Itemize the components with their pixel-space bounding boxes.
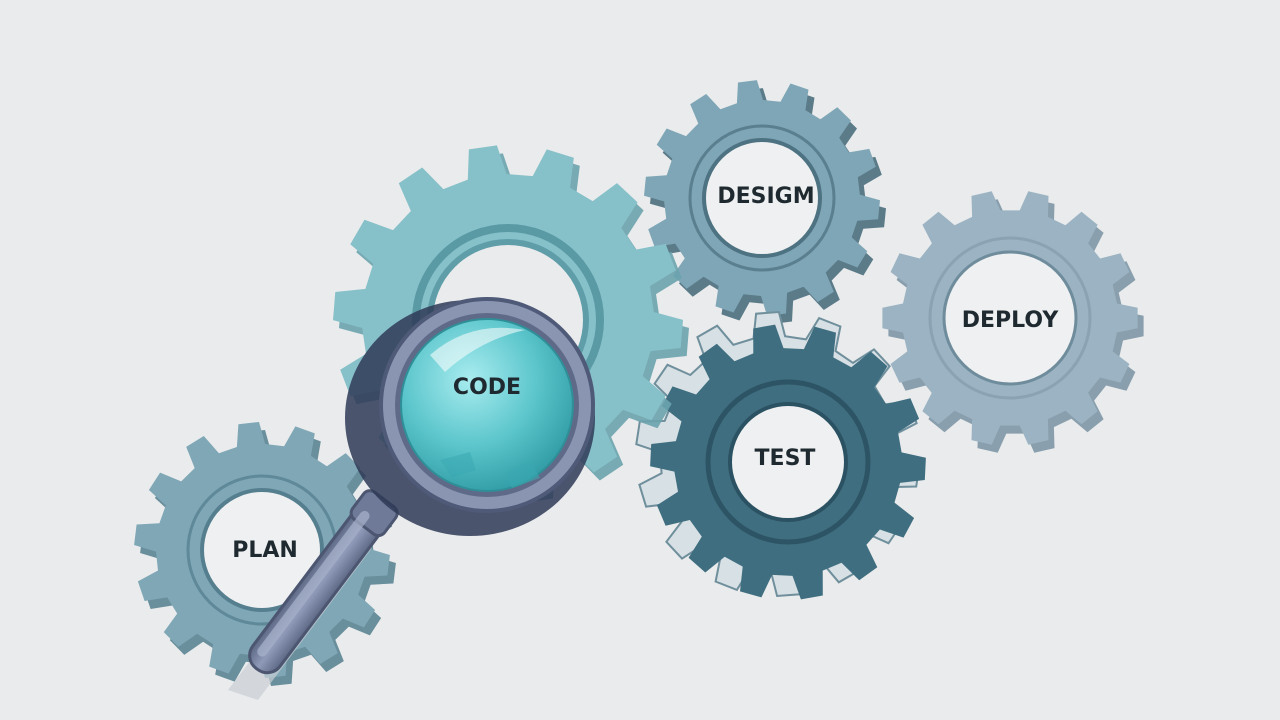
gear-label-code: CODE: [453, 375, 521, 400]
gear-plan: PLAN: [134, 422, 396, 686]
gear-test: TEST: [635, 310, 926, 600]
gear-label-plan: PLAN: [232, 538, 298, 563]
gear-design: DESIGM: [644, 80, 886, 324]
gear-deploy: DEPLOY: [882, 191, 1144, 453]
gear-label-test: TEST: [755, 446, 816, 471]
gear-label-deploy: DEPLOY: [962, 308, 1060, 333]
gear-label-design: DESIGM: [717, 184, 814, 209]
magnifying-glass-icon: CODE: [228, 297, 595, 700]
